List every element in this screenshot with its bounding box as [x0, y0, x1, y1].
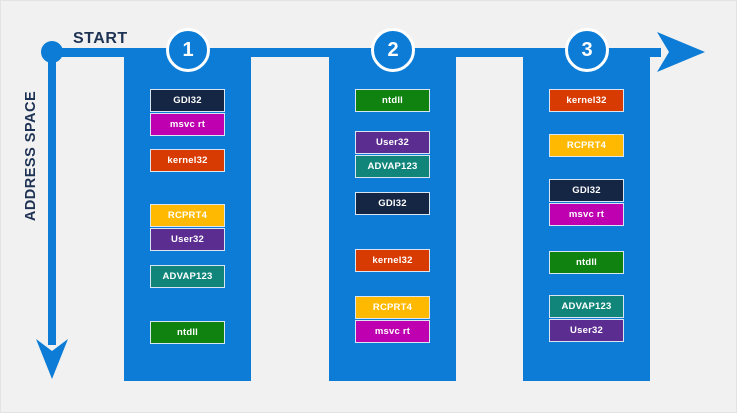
start-label: START	[73, 30, 128, 47]
dll-block-advap123: ADVAP123	[549, 295, 624, 318]
dll-block-user32: User32	[150, 228, 225, 251]
dll-block-msvc-rt: msvc rt	[355, 320, 430, 343]
right-arrowhead-icon	[657, 32, 705, 72]
dll-block-advap123: ADVAP123	[150, 265, 225, 288]
dll-block-ntdll: ntdll	[355, 89, 430, 112]
dll-block-rcprt4: RCPRT4	[355, 296, 430, 319]
dll-block-rcprt4: RCPRT4	[549, 134, 624, 157]
dll-block-kernel32: kernel32	[355, 249, 430, 272]
dll-block-user32: User32	[355, 131, 430, 154]
dll-block-kernel32: kernel32	[150, 149, 225, 172]
address-space-axis-label: ADDRESS SPACE	[23, 90, 39, 222]
dll-block-msvc-rt: msvc rt	[150, 113, 225, 136]
step-badge-2: 2	[371, 28, 415, 72]
dll-block-gdi32: GDI32	[150, 89, 225, 112]
step-badge-3: 3	[565, 28, 609, 72]
dll-block-gdi32: GDI32	[549, 179, 624, 202]
down-arrowhead-icon	[36, 339, 68, 379]
dll-block-gdi32: GDI32	[355, 192, 430, 215]
dll-block-ntdll: ntdll	[549, 251, 624, 274]
step-badge-1: 1	[166, 28, 210, 72]
dll-block-user32: User32	[549, 319, 624, 342]
dll-block-rcprt4: RCPRT4	[150, 204, 225, 227]
dll-block-msvc-rt: msvc rt	[549, 203, 624, 226]
start-dot-icon	[41, 41, 63, 63]
address-space-axis-shaft	[48, 53, 56, 345]
dll-block-kernel32: kernel32	[549, 89, 624, 112]
dll-block-advap123: ADVAP123	[355, 155, 430, 178]
dll-block-ntdll: ntdll	[150, 321, 225, 344]
